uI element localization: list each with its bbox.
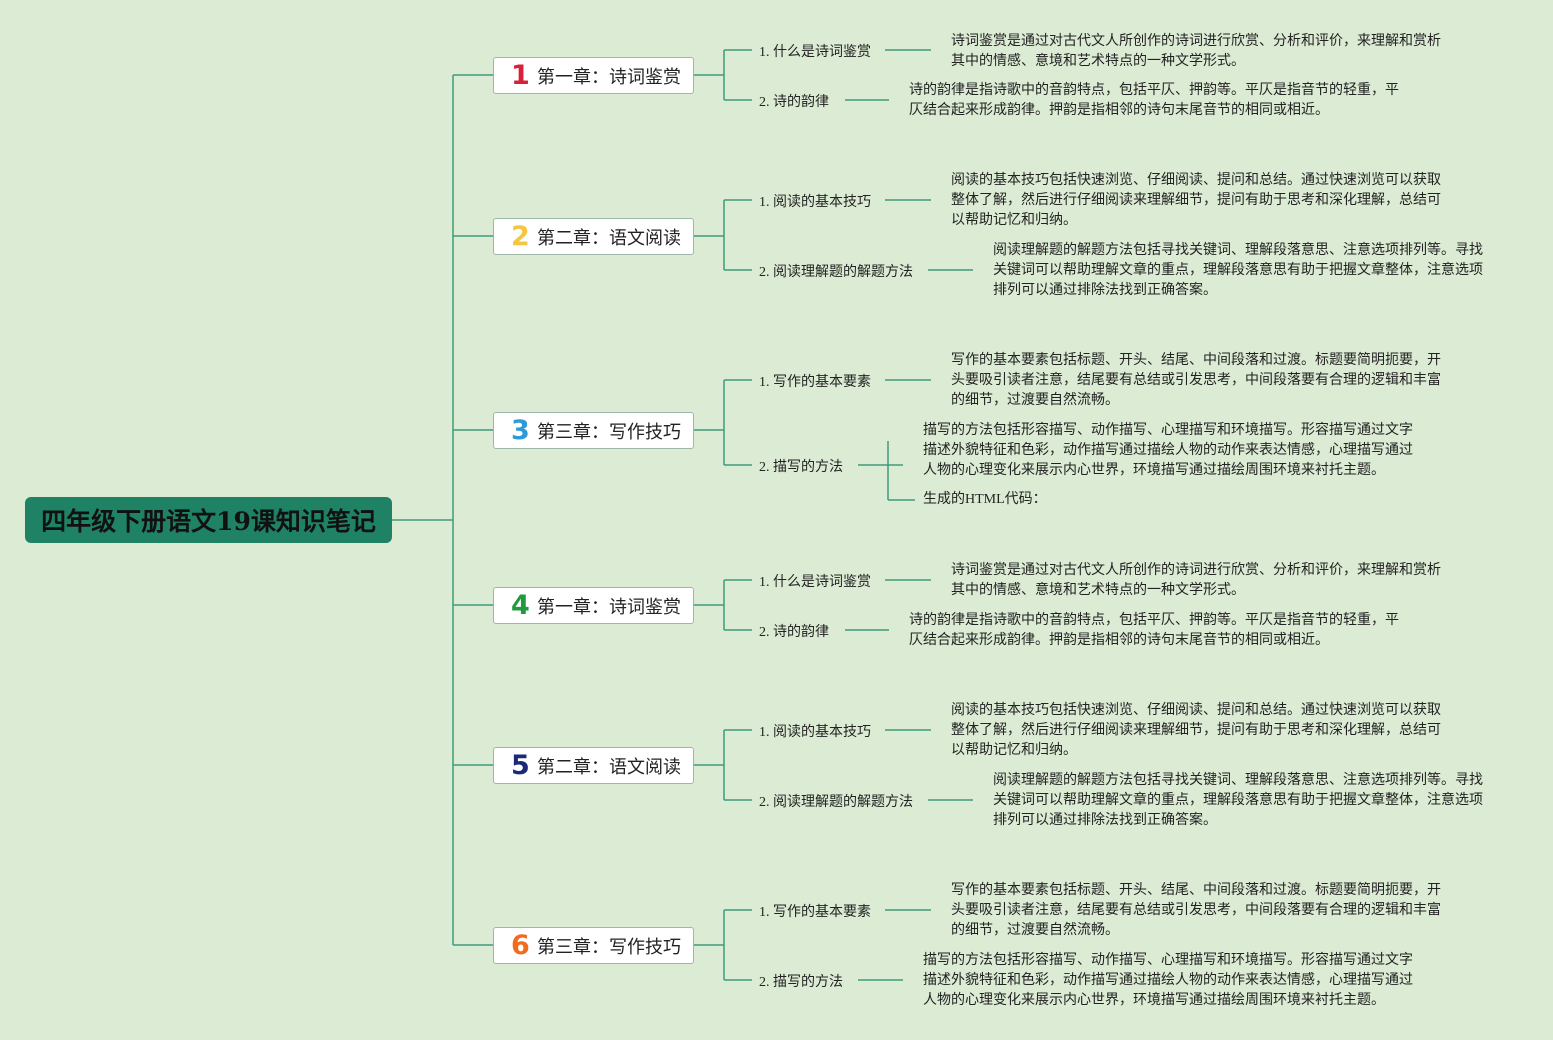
topic-description: 写作的基本要素包括标题、开头、结尾、中间段落和过渡。标题要简明扼要，开头要吸引读… xyxy=(951,883,1441,938)
topic-description: 诗词鉴赏是通过对古代文人所创作的诗词进行欣赏、分析和评价，来理解和赏析其中的情感… xyxy=(951,563,1441,598)
topic-description: 阅读的基本技巧包括快速浏览、仔细阅读、提问和总结。通过快速浏览可以获取整体了解，… xyxy=(951,703,1441,758)
chapter-number-badge: 5 xyxy=(511,750,530,781)
topic-label[interactable]: 1. 写作的基本要素 xyxy=(759,905,871,920)
topic-label[interactable]: 1. 什么是诗词鉴赏 xyxy=(759,45,871,60)
topic-description: 阅读的基本技巧包括快速浏览、仔细阅读、提问和总结。通过快速浏览可以获取整体了解，… xyxy=(951,173,1441,228)
chapter-number-badge: 6 xyxy=(511,930,530,961)
chapter-number-badge: 4 xyxy=(511,590,530,621)
topic-label[interactable]: 2. 诗的韵律 xyxy=(759,95,829,110)
topic-description: 阅读理解题的解题方法包括寻找关键词、理解段落意思、注意选项排列等。寻找关键词可以… xyxy=(993,243,1483,298)
chapter-label: 第二章：语文阅读 xyxy=(537,227,681,249)
chapter-node-2[interactable]: 2 第二章：语文阅读 xyxy=(493,218,694,255)
chapter-label: 第一章：诗词鉴赏 xyxy=(537,66,681,88)
chapter-node-1[interactable]: 1 第一章：诗词鉴赏 xyxy=(493,57,694,94)
chapter-number-badge: 2 xyxy=(511,221,530,252)
topic-description: 描写的方法包括形容描写、动作描写、心理描写和环境描写。形容描写通过文字描述外貌特… xyxy=(923,423,1413,478)
chapter-node-6[interactable]: 6 第三章：写作技巧 xyxy=(493,927,694,964)
topic-label[interactable]: 2. 阅读理解题的解题方法 xyxy=(759,265,913,280)
topic-label[interactable]: 1. 阅读的基本技巧 xyxy=(759,195,871,210)
topic-label[interactable]: 1. 阅读的基本技巧 xyxy=(759,725,871,740)
root-node-title[interactable]: 四年级下册语文19课知识笔记 xyxy=(25,497,392,543)
topic-description: 诗词鉴赏是通过对古代文人所创作的诗词进行欣赏、分析和评价，来理解和赏析其中的情感… xyxy=(951,34,1441,69)
topic-description: 描写的方法包括形容描写、动作描写、心理描写和环境描写。形容描写通过文字描述外貌特… xyxy=(923,953,1413,1008)
chapter-label: 第三章：写作技巧 xyxy=(537,936,681,958)
chapter-label: 第二章：语文阅读 xyxy=(537,756,681,778)
chapter-label: 第三章：写作技巧 xyxy=(537,421,681,443)
topic-label[interactable]: 2. 阅读理解题的解题方法 xyxy=(759,795,913,810)
chapter-node-3[interactable]: 3 第三章：写作技巧 xyxy=(493,412,694,449)
chapter-label: 第一章：诗词鉴赏 xyxy=(537,596,681,618)
chapter-node-5[interactable]: 5 第二章：语文阅读 xyxy=(493,747,694,784)
chapter-number-badge: 1 xyxy=(511,60,530,91)
topic-description: 写作的基本要素包括标题、开头、结尾、中间段落和过渡。标题要简明扼要，开头要吸引读… xyxy=(951,353,1441,408)
topic-description: 诗的韵律是指诗歌中的音韵特点，包括平仄、押韵等。平仄是指音节的轻重，平仄结合起来… xyxy=(909,83,1399,118)
topic-label[interactable]: 2. 描写的方法 xyxy=(759,975,843,990)
topic-label[interactable]: 1. 写作的基本要素 xyxy=(759,375,871,390)
topic-label[interactable]: 1. 什么是诗词鉴赏 xyxy=(759,575,871,590)
chapter-number-badge: 3 xyxy=(511,415,530,446)
topic-label[interactable]: 2. 描写的方法 xyxy=(759,460,843,475)
topic-description: 阅读理解题的解题方法包括寻找关键词、理解段落意思、注意选项排列等。寻找关键词可以… xyxy=(993,773,1483,828)
extra-note: 生成的HTML代码： xyxy=(923,492,1047,507)
topic-description: 诗的韵律是指诗歌中的音韵特点，包括平仄、押韵等。平仄是指音节的轻重，平仄结合起来… xyxy=(909,613,1399,648)
chapter-node-4[interactable]: 4 第一章：诗词鉴赏 xyxy=(493,587,694,624)
topic-label[interactable]: 2. 诗的韵律 xyxy=(759,625,829,640)
